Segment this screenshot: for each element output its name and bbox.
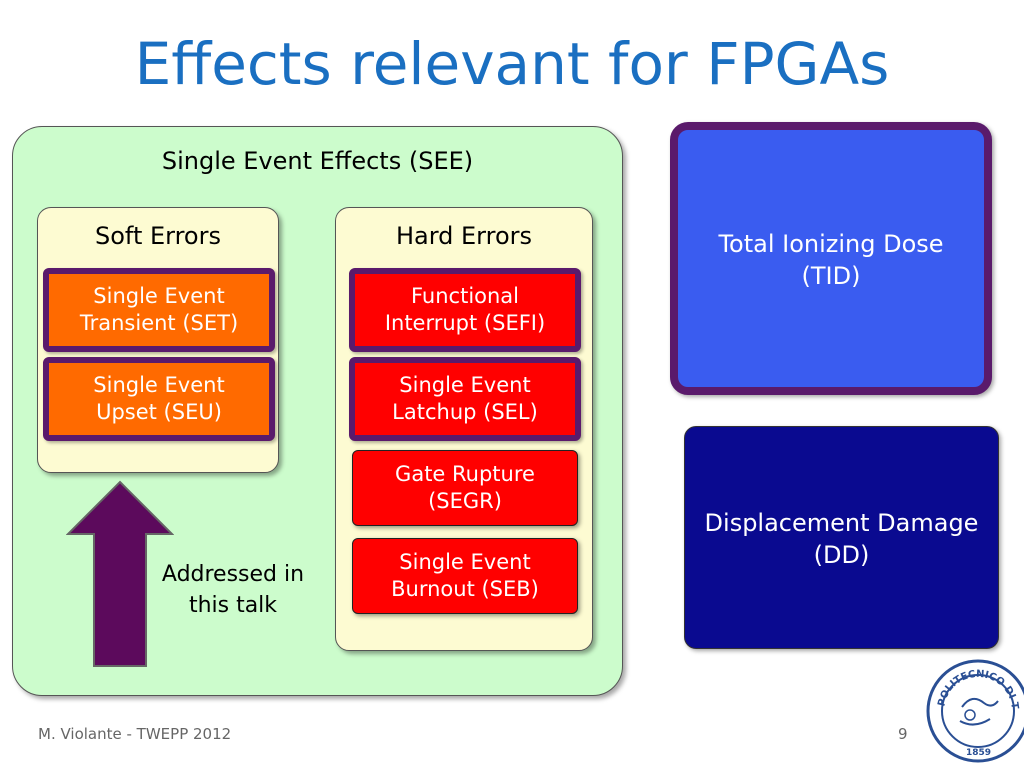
soft-errors-group: Soft Errors Single Event Transient (SET)… — [37, 207, 279, 473]
see-group-label: Single Event Effects (SEE) — [161, 147, 474, 175]
page-number: 9 — [898, 725, 908, 743]
slide-title: Effects relevant for FPGAs — [134, 30, 890, 98]
effect-seb: Single Event Burnout (SEB) — [352, 538, 578, 614]
tid-box: Total Ionizing Dose (TID) — [670, 122, 992, 395]
effect-seu: Single Event Upset (SEU) — [43, 357, 275, 441]
effect-set: Single Event Transient (SET) — [43, 268, 275, 352]
soft-errors-label: Soft Errors — [95, 222, 221, 250]
dd-box: Displacement Damage (DD) — [684, 426, 999, 649]
effect-sel: Single Event Latchup (SEL) — [349, 357, 581, 441]
hard-errors-group: Hard Errors Functional Interrupt (SEFI) … — [335, 207, 593, 651]
effect-sefi: Functional Interrupt (SEFI) — [349, 268, 581, 352]
university-seal-logo: POLITECNICO DI TORINO 1859 — [922, 655, 1024, 763]
arrow-note: Addressed in this talk — [161, 562, 305, 618]
svg-text:1859: 1859 — [966, 748, 991, 758]
effect-segr: Gate Rupture (SEGR) — [352, 450, 578, 526]
footer-author: M. Violante - TWEPP 2012 — [38, 725, 232, 743]
hard-errors-label: Hard Errors — [395, 222, 533, 250]
up-arrow-icon — [66, 480, 174, 667]
